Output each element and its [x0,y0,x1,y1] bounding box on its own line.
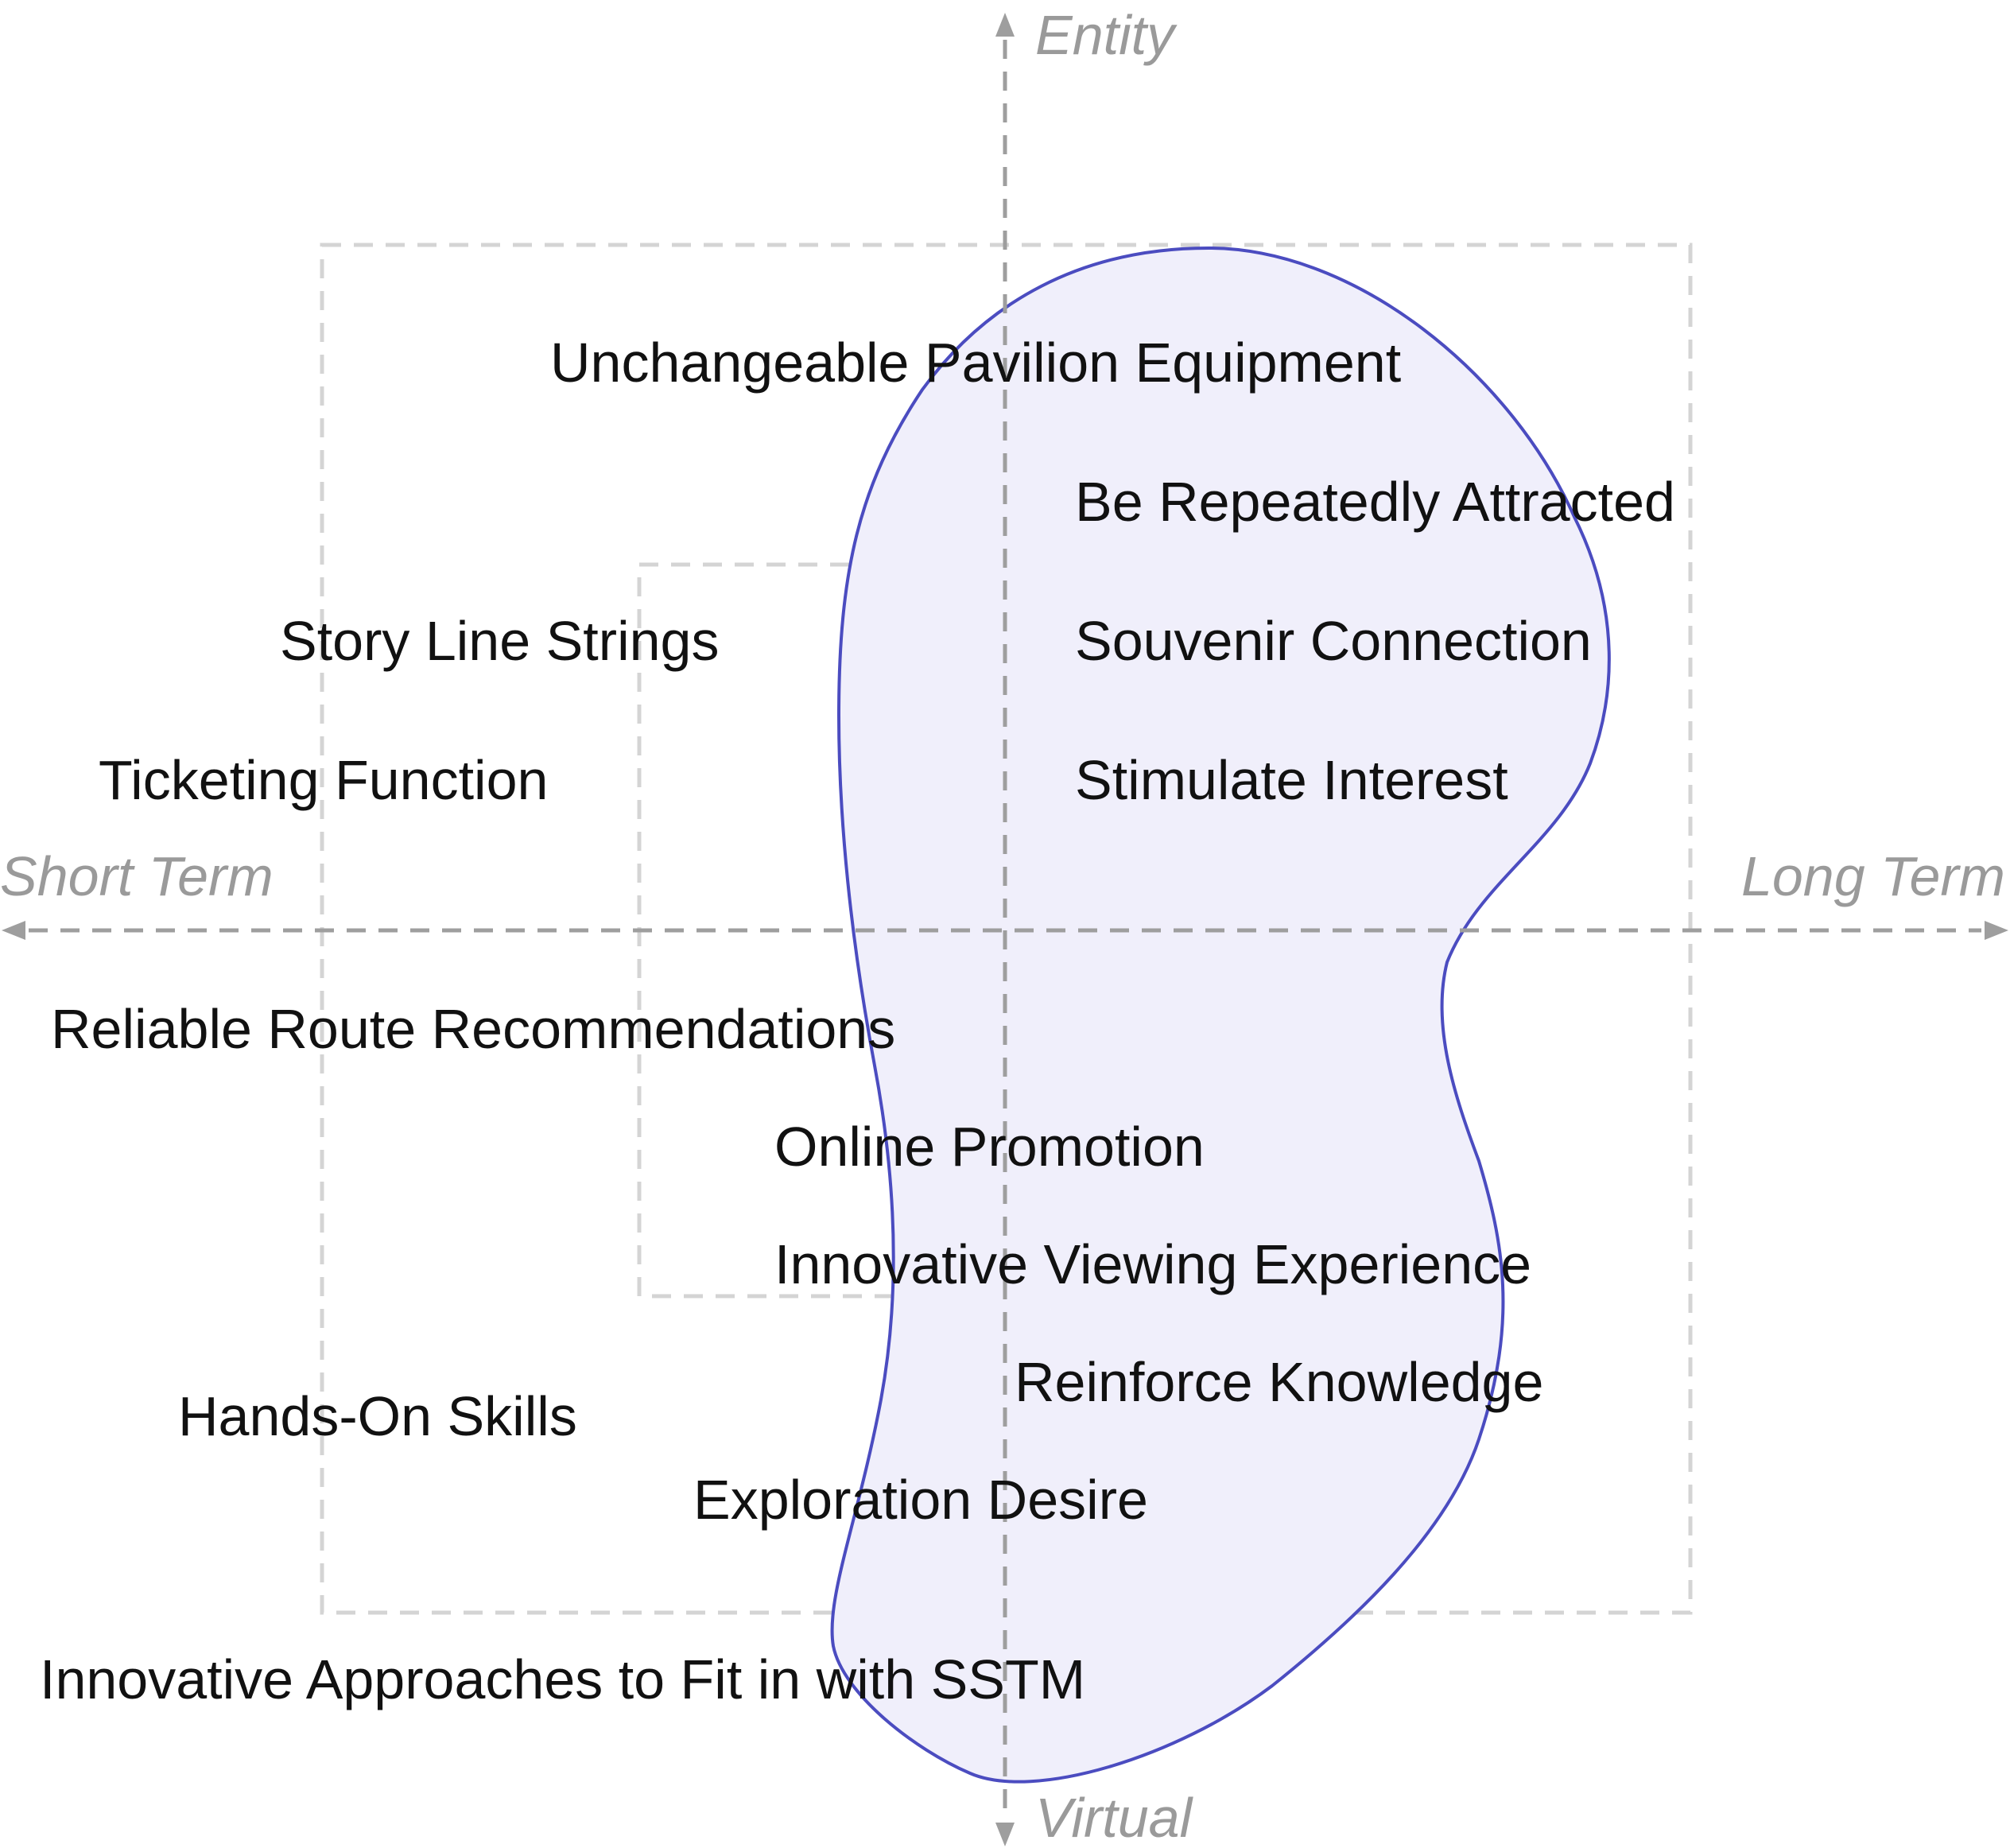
item-label: Hands-On Skills [178,1385,577,1447]
item-label: Souvenir Connection [1075,610,1592,672]
horizontal-axis-arrow-left [2,921,25,940]
vertical-axis-arrow-down [995,1823,1015,1846]
item-label: Unchangeable Pavilion Equipment [550,332,1401,394]
focus-region-blob [830,246,1611,1784]
axis-label-bottom: Virtual [1035,1787,1194,1848]
item-label: Story Line Strings [280,610,719,672]
item-label: Be Repeatedly Attracted [1075,471,1675,533]
horizontal-axis-arrow-right [1985,921,2008,940]
item-label: Stimulate Interest [1075,749,1508,811]
vertical-axis-arrow-up [995,13,1015,37]
axis-label-top: Entity [1035,4,1178,66]
axis-label-right: Long Term [1741,845,2005,907]
item-label: Ticketing Function [99,749,548,811]
item-label: Innovative Viewing Experience [774,1233,1531,1295]
item-label: Reliable Route Recommendations [51,998,895,1060]
item-label: Exploration Desire [693,1469,1148,1531]
item-label: Online Promotion [774,1116,1205,1178]
item-label: Reinforce Knowledge [1015,1351,1543,1413]
axis-label-left: Short Term [0,845,274,907]
item-label: Innovative Approaches to Fit in with SST… [40,1648,1085,1710]
